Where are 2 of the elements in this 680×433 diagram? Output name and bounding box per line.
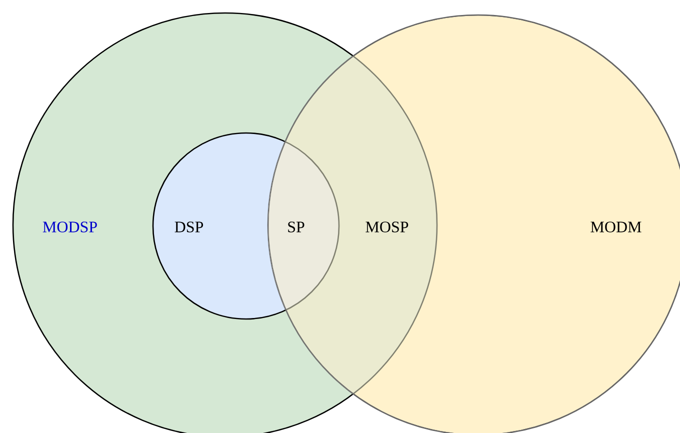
region-label: SP xyxy=(288,222,304,232)
region-label: MOSP xyxy=(366,222,408,232)
